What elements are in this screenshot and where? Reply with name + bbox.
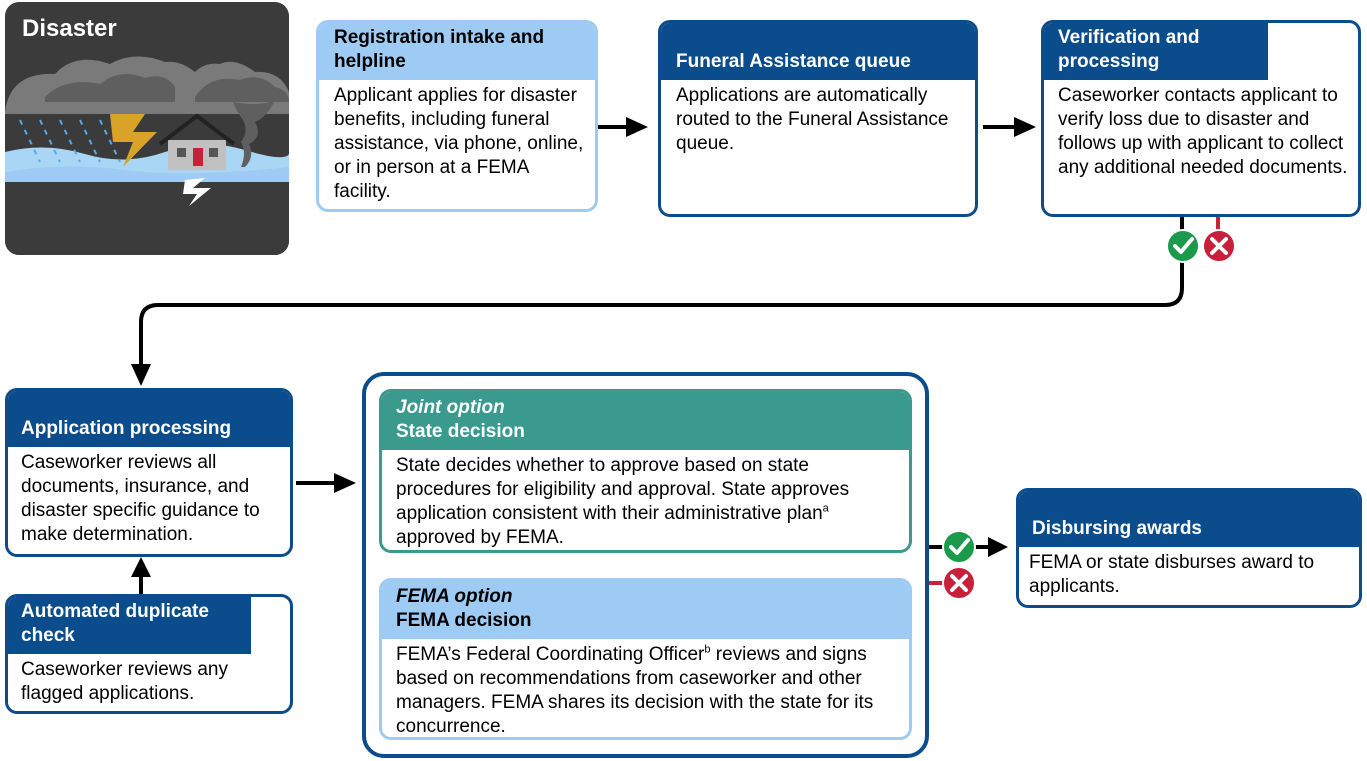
registration-body: Applicant applies for disaster benefits,… [334,85,584,202]
funeral-queue-title: Funeral Assistance queue [661,23,975,80]
joint-option-title: State decision [396,421,525,442]
arrow-registration-to-queue [597,117,648,137]
arrow-duplicate-to-processing [131,557,151,596]
duplicate-check-title: Automated duplicate check [8,597,251,654]
disaster-illustration [5,56,289,255]
joint-option-header: Joint option State decision [382,392,909,450]
registration-box: Registration intake and helpline Applica… [316,20,598,212]
footnote-b: b [704,643,711,656]
fema-option-body: FEMA’s Federal Coordinating Officerb rev… [382,639,909,737]
disbursing-body: FEMA or state disburses award to applica… [1029,552,1315,597]
joint-option-box: Joint option State decision State decide… [379,389,912,553]
verification-body: Caseworker contacts applicant to verify … [1058,85,1348,178]
approve-check-icon [1166,229,1200,263]
disbursing-box: Disbursing awards FEMA or state disburse… [1016,488,1362,608]
fema-option-header: FEMA option FEMA decision [382,581,909,639]
registration-title: Registration intake and helpline [319,23,595,80]
application-processing-body: Caseworker reviews all documents, insura… [21,452,260,545]
deny-x-icon [1202,229,1236,263]
decision-group [362,372,929,758]
joint-option-label: Joint option [396,397,505,418]
application-processing-title: Application processing [8,391,290,447]
joint-option-text-end: approved by FEMA. [396,527,564,548]
fema-option-text: FEMA’s Federal Coordinating Officer [396,644,705,665]
disaster-panel: Disaster [5,2,289,255]
funeral-queue-body: Applications are automatically routed to… [676,85,949,154]
arrow-queue-to-verification [983,117,1036,137]
application-processing-box: Application processing Caseworker review… [5,388,293,557]
joint-option-text: State decides whether to approve based o… [396,455,850,524]
footnote-a: a [822,502,829,515]
deny-x-icon [942,566,976,600]
disbursing-title: Disbursing awards [1019,491,1359,547]
fema-option-title: FEMA decision [396,610,532,631]
fema-option-box: FEMA option FEMA decision FEMA’s Federal… [379,578,912,740]
approve-check-icon [942,530,976,564]
verification-title: Verification and processing [1044,23,1268,80]
duplicate-check-box: Automated duplicate check Caseworker rev… [5,594,293,714]
verification-box: Verification and processing Caseworker c… [1041,20,1361,217]
joint-option-body: State decides whether to approve based o… [382,450,909,550]
arrow-verification-to-processing [139,215,1184,366]
duplicate-check-body: Caseworker reviews any flagged applicati… [21,659,228,704]
disaster-title: Disaster [22,15,117,42]
arrow-processing-to-decision [296,473,356,493]
funeral-queue-box: Funeral Assistance queue Applications ar… [658,20,978,217]
fema-option-text-end: reviews and signs based on recommendatio… [396,644,874,737]
fema-option-label: FEMA option [396,586,513,607]
